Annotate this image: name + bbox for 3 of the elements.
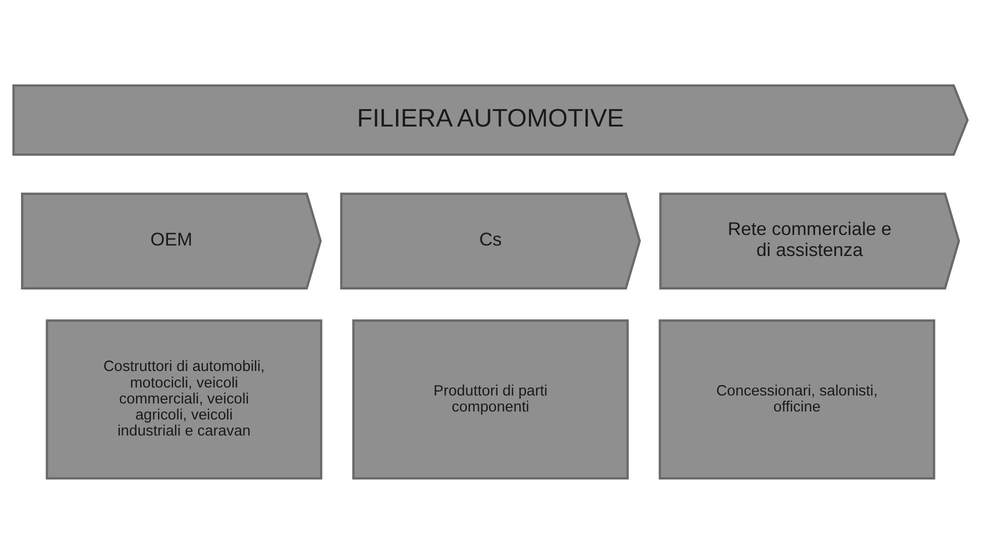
node-box: Costruttori di automobili, motocicli, veicoli commerciali, veicoli agricoli, veicoli industriali e caravan	[46, 318, 322, 480]
node-box: Produttori di parti componenti	[352, 318, 629, 480]
node-box: Concessionari, salonisti, officine	[658, 318, 936, 480]
